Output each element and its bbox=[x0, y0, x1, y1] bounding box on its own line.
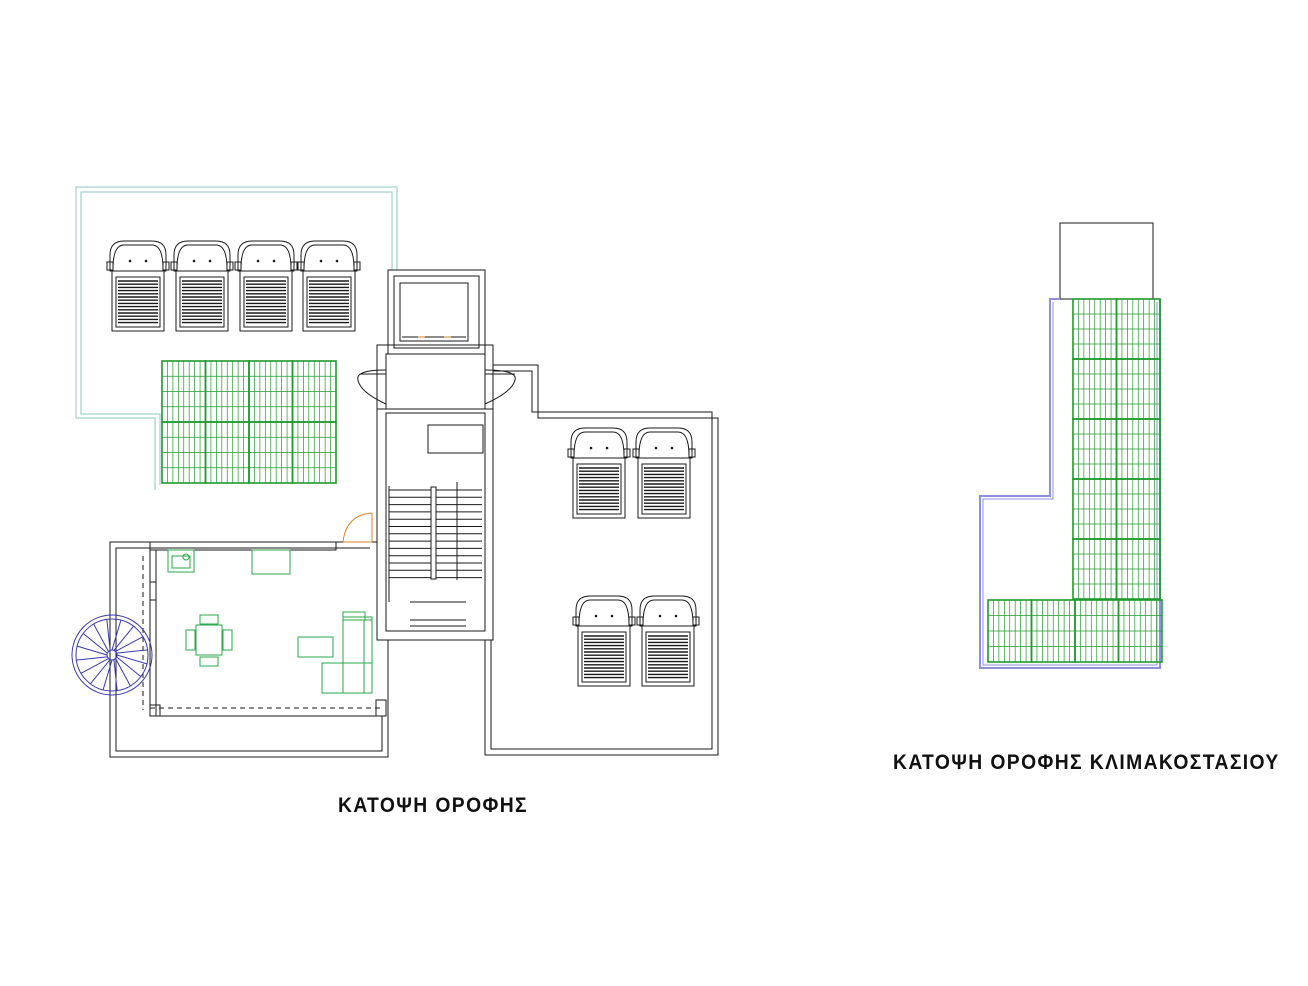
solar-panel bbox=[1115, 298, 1161, 360]
spiral-staircase bbox=[71, 614, 153, 696]
solar-panel bbox=[1115, 478, 1161, 540]
solar-water-heater bbox=[567, 427, 631, 519]
stairwell-parapet bbox=[979, 298, 1161, 669]
stairwell-roof-plan bbox=[979, 222, 1163, 669]
solar-water-heater bbox=[106, 240, 170, 332]
core-arches bbox=[357, 364, 719, 756]
stairwell-parapet-inner bbox=[982, 302, 1158, 666]
solar-water-heater bbox=[297, 240, 361, 332]
stair-handrail bbox=[410, 482, 466, 627]
solar-panel bbox=[1115, 358, 1161, 420]
solar-water-heater bbox=[234, 240, 298, 332]
stairwell-solar-panels bbox=[987, 298, 1163, 663]
solar-panel bbox=[1072, 358, 1118, 420]
solar-panel bbox=[248, 360, 294, 423]
solar-panel bbox=[987, 599, 1033, 663]
solar-panel bbox=[1072, 478, 1118, 540]
solar-panel bbox=[1072, 418, 1118, 480]
parapet-upper-left bbox=[75, 186, 398, 490]
solar-panel bbox=[1115, 418, 1161, 480]
solar-panel bbox=[161, 421, 207, 484]
solar-water-heater bbox=[572, 595, 636, 687]
solar-panel bbox=[1115, 538, 1161, 600]
stair-treads bbox=[388, 486, 482, 603]
solar-panel bbox=[1117, 599, 1163, 663]
furniture bbox=[167, 549, 373, 694]
solar-water-heater bbox=[170, 240, 234, 332]
lift-shaft-roof bbox=[1059, 222, 1154, 300]
solar-panel bbox=[1074, 599, 1120, 663]
solar-panel bbox=[1072, 298, 1118, 360]
solar-water-heaters bbox=[106, 240, 700, 687]
solar-water-heater bbox=[636, 595, 700, 687]
solar-panel bbox=[1030, 599, 1076, 663]
solar-panel bbox=[291, 360, 337, 423]
door-swing bbox=[342, 512, 373, 543]
stair-core bbox=[376, 269, 494, 641]
solar-water-heater bbox=[632, 427, 696, 519]
solar-panel bbox=[204, 360, 250, 423]
roof-plan bbox=[71, 186, 719, 758]
solar-panel bbox=[248, 421, 294, 484]
stairwell-roof-plan-caption: ΚΑΤΟΨΗ ΟΡΟΦΗΣ ΚΛΙΜΑΚΟΣΤΑΣΙΟΥ bbox=[893, 751, 1280, 774]
roof-solar-panels bbox=[161, 360, 337, 484]
solar-panel bbox=[161, 360, 207, 423]
solar-panel bbox=[1072, 538, 1118, 600]
roof-plan-caption: ΚΑΤΟΨΗ ΟΡΟΦΗΣ bbox=[338, 794, 529, 817]
room-lower-left bbox=[109, 541, 389, 758]
solar-panel bbox=[291, 421, 337, 484]
solar-panel bbox=[204, 421, 250, 484]
